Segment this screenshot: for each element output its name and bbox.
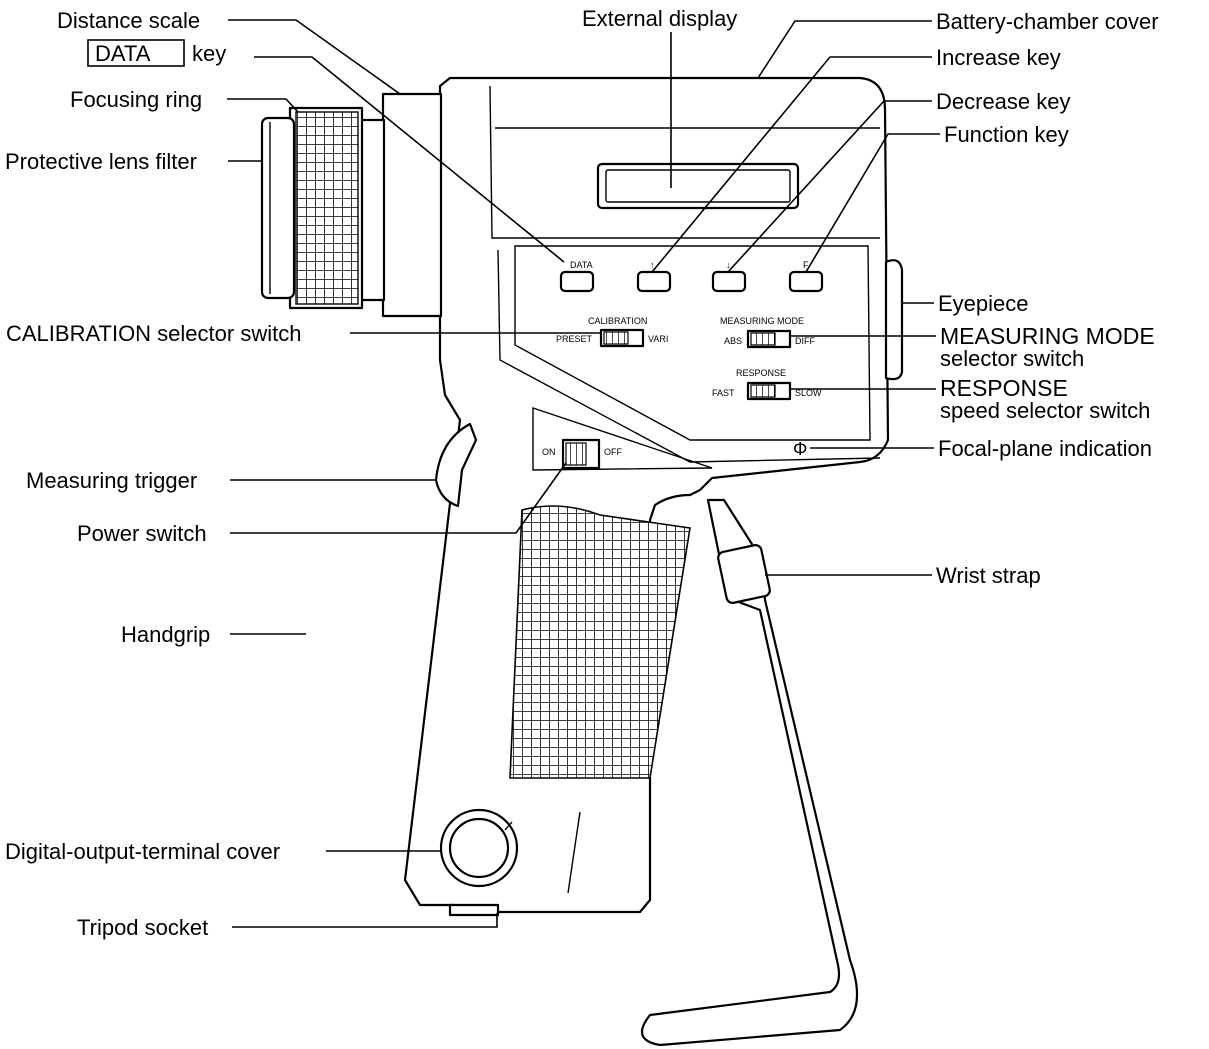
- label-data-key-box: DATA: [95, 41, 151, 66]
- label-battery-chamber-cover: Battery-chamber cover: [936, 9, 1159, 34]
- label-response-1: RESPONSE: [940, 375, 1068, 401]
- label-protective-lens-filter: Protective lens filter: [5, 149, 197, 174]
- panel-fast-text: FAST: [712, 388, 735, 398]
- decrease-key-drawing[interactable]: [711, 270, 747, 293]
- panel-response-text: RESPONSE: [736, 368, 786, 378]
- label-power-switch: Power switch: [77, 521, 207, 546]
- panel-down-text: ↓: [726, 260, 731, 270]
- panel-preset-text: PRESET: [556, 334, 593, 344]
- panel-calibration-text: CALIBRATION: [588, 316, 647, 326]
- label-decrease-key: Decrease key: [936, 89, 1071, 114]
- label-calibration-switch: CALIBRATION selector switch: [6, 321, 301, 346]
- label-wrist-strap: Wrist strap: [936, 563, 1041, 588]
- label-function-key: Function key: [944, 122, 1069, 147]
- panel-data-text: DATA: [570, 260, 593, 270]
- focal-plane-symbol: Φ: [793, 439, 807, 459]
- label-measuring-trigger: Measuring trigger: [26, 468, 197, 493]
- control-panel: [514, 245, 871, 441]
- power-switch-recess: [532, 407, 713, 471]
- tripod-socket-drawing: [448, 903, 500, 917]
- callout-labels: Distance scale DATA key Focusing ring Pr…: [5, 6, 1159, 940]
- panel-on-text: ON: [542, 447, 556, 457]
- device-drawing: DATA ↑ ↓ F CALIBRATION PRESET VARI MEASU…: [260, 76, 904, 1047]
- panel-measuring-mode-text: MEASURING MODE: [720, 316, 804, 326]
- label-increase-key: Increase key: [936, 45, 1061, 70]
- keys: DATA ↑ ↓ F: [559, 260, 824, 293]
- label-response-2: speed selector switch: [940, 398, 1150, 423]
- label-eyepiece: Eyepiece: [938, 291, 1029, 316]
- label-distance-scale: Distance scale: [57, 8, 200, 33]
- distance-scale-ring: [381, 92, 443, 318]
- label-tripod-socket: Tripod socket: [77, 915, 208, 940]
- leader-lines: [227, 19, 940, 928]
- label-measuring-mode-2: selector switch: [940, 346, 1084, 371]
- eyepiece-drawing: [884, 259, 904, 381]
- label-data-key-suffix: key: [192, 41, 226, 66]
- panel-off-text: OFF: [604, 447, 622, 457]
- label-digital-output-cover: Digital-output-terminal cover: [5, 839, 280, 864]
- panel-abs-text: ABS: [724, 336, 742, 346]
- lens-assembly: [260, 92, 443, 318]
- wrist-strap-drawing: [640, 498, 859, 1047]
- label-focal-plane: Focal-plane indication: [938, 436, 1152, 461]
- panel-slow-text: SLOW: [795, 388, 822, 398]
- measuring-trigger-drawing[interactable]: [434, 422, 478, 508]
- handgrip-knurl: [509, 505, 691, 779]
- increase-key-drawing[interactable]: [636, 270, 672, 293]
- panel-diff-text: DIFF: [795, 336, 815, 346]
- panel-up-text: ↑: [650, 260, 655, 270]
- label-focusing-ring: Focusing ring: [70, 87, 202, 112]
- label-external-display: External display: [582, 6, 737, 31]
- data-key-drawing[interactable]: [559, 270, 595, 293]
- panel-f-text: F: [803, 260, 809, 270]
- label-handgrip: Handgrip: [121, 622, 210, 647]
- label-measuring-mode-1: MEASURING MODE: [940, 323, 1155, 349]
- external-display-window: [596, 162, 800, 210]
- function-key-drawing[interactable]: [788, 270, 824, 293]
- panel-vari-text: VARI: [648, 334, 668, 344]
- data-key-label-box: [87, 39, 185, 67]
- protective-lens-filter-drawing: [260, 116, 296, 300]
